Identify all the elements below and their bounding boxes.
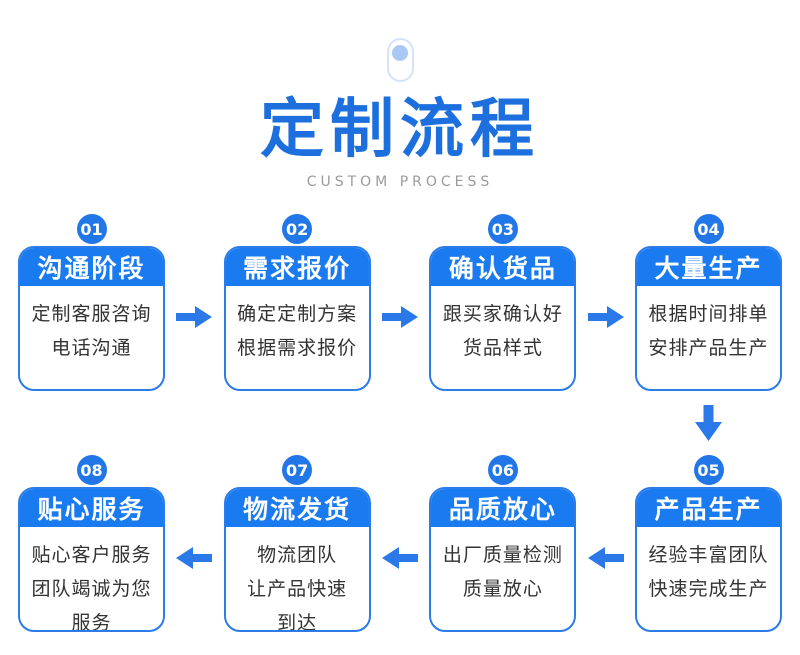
arrow-left-icon: [165, 455, 224, 632]
flow-row-top: 01 沟通阶段 定制客服咨询 电话沟通 02 需求报价 确定定制方案 根据需求报…: [18, 214, 783, 391]
arrow-left-icon: [576, 455, 635, 632]
pill-dot: [392, 45, 408, 61]
scroll-pill-icon: [386, 38, 414, 82]
step-number-badge: 04: [693, 214, 724, 244]
step-card: 需求报价 确定定制方案 根据需求报价: [223, 246, 371, 391]
page-title: 定制流程: [260, 93, 540, 167]
step-number-badge: 08: [76, 455, 107, 485]
step-title: 大量生产: [637, 248, 781, 286]
process-flow: 01 沟通阶段 定制客服咨询 电话沟通 02 需求报价 确定定制方案 根据需求报…: [0, 190, 800, 632]
arrow-down-icon: [18, 391, 782, 455]
step-card: 产品生产 经验丰富团队 快速完成生产: [635, 487, 783, 632]
arrow-right-icon: [371, 214, 430, 391]
step-number-badge: 01: [76, 214, 107, 244]
hero-section: 定制流程 CUSTOM PROCESS: [0, 0, 800, 190]
step-05: 05 产品生产 经验丰富团队 快速完成生产: [635, 455, 783, 632]
step-description: 根据时间排单 安排产品生产: [648, 303, 769, 359]
step-number-badge: 02: [282, 214, 313, 244]
step-title: 产品生产: [637, 489, 781, 527]
step-description: 出厂质量检测 质量放心: [442, 544, 563, 600]
step-description: 物流团队 让产品快速 到达: [247, 544, 348, 632]
page-subtitle: CUSTOM PROCESS: [306, 174, 494, 190]
step-number-badge: 07: [282, 455, 313, 485]
step-title: 贴心服务: [20, 489, 163, 527]
step-03: 03 确认货品 跟买家确认好 货品样式: [429, 214, 577, 391]
step-card: 确认货品 跟买家确认好 货品样式: [429, 246, 577, 391]
step-title: 确认货品: [431, 248, 575, 286]
step-card: 品质放心 出厂质量检测 质量放心: [429, 487, 577, 632]
step-title: 物流发货: [225, 489, 369, 527]
step-07: 07 物流发货 物流团队 让产品快速 到达: [223, 455, 371, 632]
step-04: 04 大量生产 根据时间排单 安排产品生产: [635, 214, 783, 391]
step-title: 沟通阶段: [20, 248, 163, 286]
step-card: 沟通阶段 定制客服咨询 电话沟通: [18, 246, 165, 391]
step-card: 大量生产 根据时间排单 安排产品生产: [635, 246, 783, 391]
arrow-left-icon: [371, 455, 430, 632]
step-08: 08 贴心服务 贴心客户服务 团队竭诚为您 服务: [18, 455, 165, 632]
step-06: 06 品质放心 出厂质量检测 质量放心: [429, 455, 577, 632]
step-title: 需求报价: [225, 248, 369, 286]
step-number-badge: 05: [693, 455, 724, 485]
step-description: 经验丰富团队 快速完成生产: [648, 544, 769, 600]
step-description: 确定定制方案 根据需求报价: [237, 303, 358, 359]
arrow-right-icon: [576, 214, 635, 391]
flow-row-bottom: 08 贴心服务 贴心客户服务 团队竭诚为您 服务 07 物流发货 物流团队 让产…: [18, 455, 783, 632]
step-description: 贴心客户服务 团队竭诚为您 服务: [31, 544, 152, 632]
step-title: 品质放心: [431, 489, 575, 527]
step-02: 02 需求报价 确定定制方案 根据需求报价: [223, 214, 371, 391]
step-01: 01 沟通阶段 定制客服咨询 电话沟通: [18, 214, 165, 391]
step-description: 跟买家确认好 货品样式: [442, 303, 563, 359]
step-card: 物流发货 物流团队 让产品快速 到达: [223, 487, 371, 632]
step-number-badge: 03: [487, 214, 518, 244]
arrow-right-icon: [165, 214, 224, 391]
step-card: 贴心服务 贴心客户服务 团队竭诚为您 服务: [18, 487, 165, 632]
step-description: 定制客服咨询 电话沟通: [31, 303, 152, 359]
step-number-badge: 06: [487, 455, 518, 485]
